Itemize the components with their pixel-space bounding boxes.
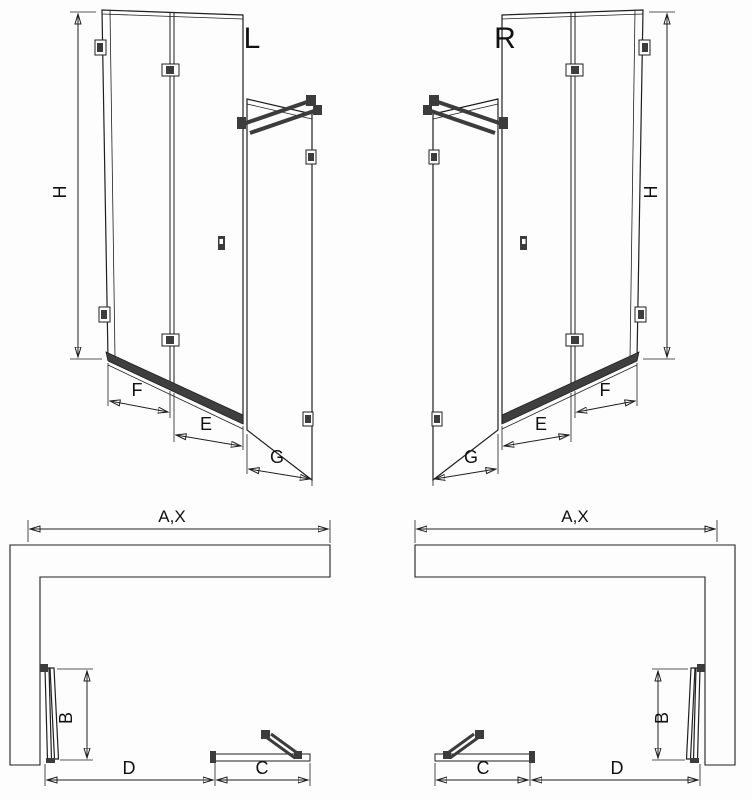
hinges: [565, 63, 584, 347]
width-dimension-e: [501, 393, 572, 450]
support-brace: [423, 95, 508, 135]
height-dimension: [70, 11, 102, 360]
width-dimension-e: [173, 393, 244, 450]
height-dimension: [643, 11, 675, 360]
glass-panels: [101, 9, 313, 482]
wall-hatch: [9, 544, 331, 766]
dim-label-ax: A,X: [158, 507, 185, 526]
dim-label-e: E: [535, 414, 547, 434]
width-dimension-g: [246, 434, 313, 486]
plan-left-view: A,X B D C: [9, 507, 331, 786]
door-handle: [520, 236, 527, 250]
fixed-panel-plan: [210, 751, 311, 763]
wall-profiles: [94, 39, 317, 427]
dim-label-g: G: [464, 447, 478, 467]
mirrored-geometry: [423, 9, 675, 486]
dim-label-b: B: [56, 712, 76, 724]
folded-door-panels: [685, 664, 705, 763]
dim-label-h: H: [641, 186, 661, 199]
dim-label-h: H: [50, 186, 70, 199]
wall-profiles: [428, 39, 651, 427]
door-handle: [218, 236, 225, 250]
depth-dimension: [57, 668, 93, 761]
variant-label-right: R: [494, 22, 516, 55]
width-dimension-g: [432, 434, 499, 486]
dim-label-d: D: [123, 758, 136, 778]
dim-label-e: E: [200, 414, 212, 434]
overall-width-dimension: [27, 520, 331, 543]
bottom-dimensions: [44, 763, 311, 786]
dim-label-c: C: [477, 758, 490, 778]
depth-dimension: [652, 668, 688, 761]
support-brace-plan: [443, 730, 484, 760]
dim-label-f: F: [600, 380, 611, 400]
width-dimension-f: [574, 363, 638, 418]
dim-label-c: C: [256, 758, 269, 778]
overall-width-dimension: [414, 520, 718, 543]
support-brace: [237, 95, 322, 135]
folded-door-panels: [40, 664, 60, 763]
wall-hatch: [414, 544, 736, 766]
bottom-dimensions: [434, 763, 701, 786]
mirrored-geometry: [414, 520, 736, 786]
elevation-right-view: R H F E G: [423, 9, 675, 486]
support-brace-plan: [261, 730, 302, 760]
hinges: [161, 63, 180, 347]
dim-label-ax: A,X: [561, 507, 588, 526]
dim-label-b: B: [652, 712, 672, 724]
dim-label-d: D: [611, 758, 624, 778]
plan-right-view: A,X B C D: [414, 507, 736, 786]
glass-panels: [432, 9, 644, 482]
variant-label-left: L: [244, 22, 261, 55]
width-dimension-f: [107, 363, 171, 418]
elevation-left-view: L H F E G: [50, 9, 322, 486]
fixed-panel-plan: [434, 751, 535, 763]
bottom-rail: [105, 351, 244, 430]
bottom-rail: [501, 351, 640, 430]
dim-label-g: G: [270, 447, 284, 467]
dim-label-f: F: [132, 380, 143, 400]
